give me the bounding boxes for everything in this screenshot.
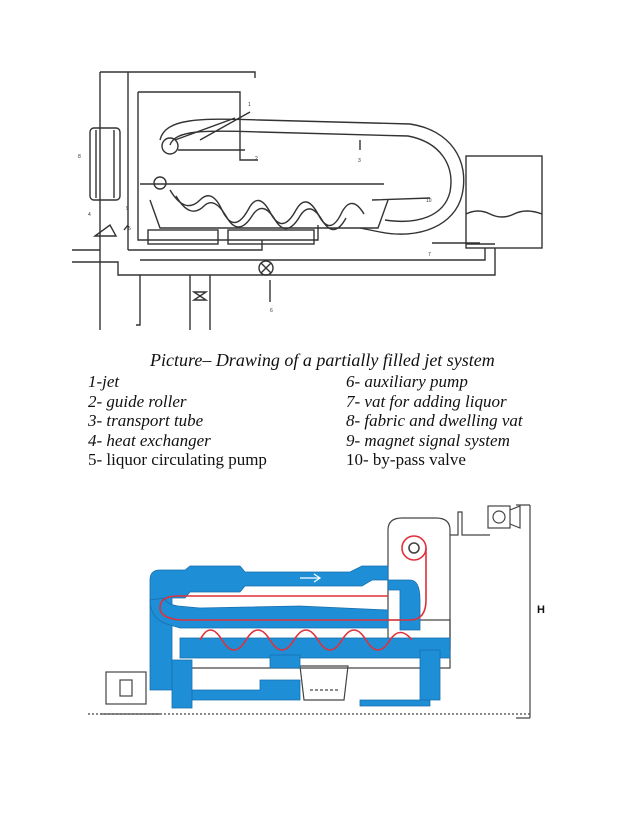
flow-arrow-icon [300, 573, 322, 583]
transport-tube-blue [149, 565, 389, 691]
machine-tower [387, 517, 451, 650]
fabric-loop [159, 548, 427, 621]
bypass-valve-icon [258, 260, 274, 276]
legend-item: 5- liquor circulating pump [88, 450, 267, 469]
legend-item: 4- heat exchanger [88, 430, 211, 450]
jet-system-schematic: 1 2 3 4 5 6 7 8 9 10 [72, 71, 543, 330]
fabric-wave [169, 189, 365, 227]
diagram-number-10: 10 [426, 198, 432, 204]
circulating-pump [227, 229, 315, 245]
legend-item: 8- fabric and dwelling vat [346, 411, 523, 430]
figure-caption: Picture– Drawing of a partially filled j… [150, 350, 495, 370]
legend-item: 1-jet [88, 372, 120, 391]
heat-exchanger [89, 127, 121, 201]
guide-roller-circle [161, 137, 179, 155]
liquor-level [179, 637, 451, 659]
legend-left-column: 1-jet 2- guide roller 3- transport tube … [88, 372, 267, 470]
magnet-signal-icon [92, 223, 118, 237]
diagram-number-6: 6 [270, 308, 273, 314]
jet-circle [153, 176, 167, 190]
diagram-number-5: 5 [128, 226, 131, 232]
legend-item: 3- transport tube [88, 411, 204, 430]
pump-motor [105, 671, 147, 705]
height-dimension [516, 504, 531, 719]
auxiliary-valve-icon [191, 291, 209, 301]
diagram-number-1: 1 [248, 102, 251, 108]
diagram-number-4: 4 [88, 212, 91, 218]
fabric-wave [199, 629, 413, 651]
transport-tube [159, 118, 465, 235]
height-label: H [537, 604, 545, 616]
legend-item: 10- by-pass valve [346, 450, 466, 469]
diagram-number-8: 8 [78, 154, 81, 160]
dwelling-vat [299, 665, 349, 701]
legend-item: 9- magnet signal system [346, 430, 510, 450]
legend-item: 6- auxiliary pump [346, 372, 468, 391]
fan-housing [487, 505, 511, 529]
legend-item: 2- guide roller [88, 391, 187, 411]
frame-line [100, 71, 256, 78]
legend-right-column: 6- auxiliary pump 7- vat for adding liqu… [346, 372, 523, 470]
guide-roller [401, 535, 427, 561]
legend-item: 7- vat for adding liquor [346, 391, 507, 411]
liquor-vat [465, 155, 543, 249]
diagram-number-3: 3 [358, 158, 361, 164]
diagram-number-2: 2 [255, 156, 258, 162]
dwelling-vat [149, 199, 389, 229]
diagram-number-9: 9 [126, 206, 129, 212]
diagram-number-7: 7 [428, 252, 431, 258]
